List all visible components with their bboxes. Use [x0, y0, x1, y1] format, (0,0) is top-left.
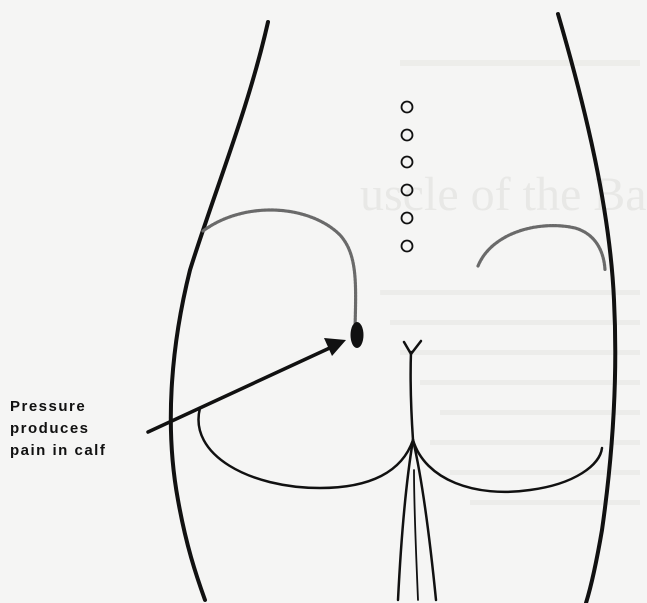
annotation-line: pain in calf: [10, 442, 106, 459]
annotation-line: Pressure: [10, 398, 86, 415]
right-body-outline: [558, 14, 615, 603]
vertebra-marker: [402, 157, 413, 168]
pointer-arrow-head: [324, 338, 346, 356]
inner-thigh-center: [414, 470, 418, 600]
right-iliac-crest: [478, 226, 605, 270]
bleed-through-text: uscle of the Back: [360, 60, 647, 505]
left-buttock-curve: [199, 408, 413, 488]
left-iliac-crest: [203, 210, 356, 330]
vertebra-marker: [402, 241, 413, 252]
pointer-arrow-line: [148, 346, 334, 432]
annotation-line: produces: [10, 420, 90, 437]
gluteal-cleft: [411, 352, 413, 440]
right-buttock-curve: [413, 440, 602, 492]
annotation-label: Pressure produces pain in calf: [10, 398, 106, 459]
pressure-point: [351, 322, 364, 348]
vertebra-marker: [402, 130, 413, 141]
left-inner-thigh: [398, 440, 413, 600]
vertebra-marker: [402, 102, 413, 113]
left-body-outline: [171, 22, 268, 600]
